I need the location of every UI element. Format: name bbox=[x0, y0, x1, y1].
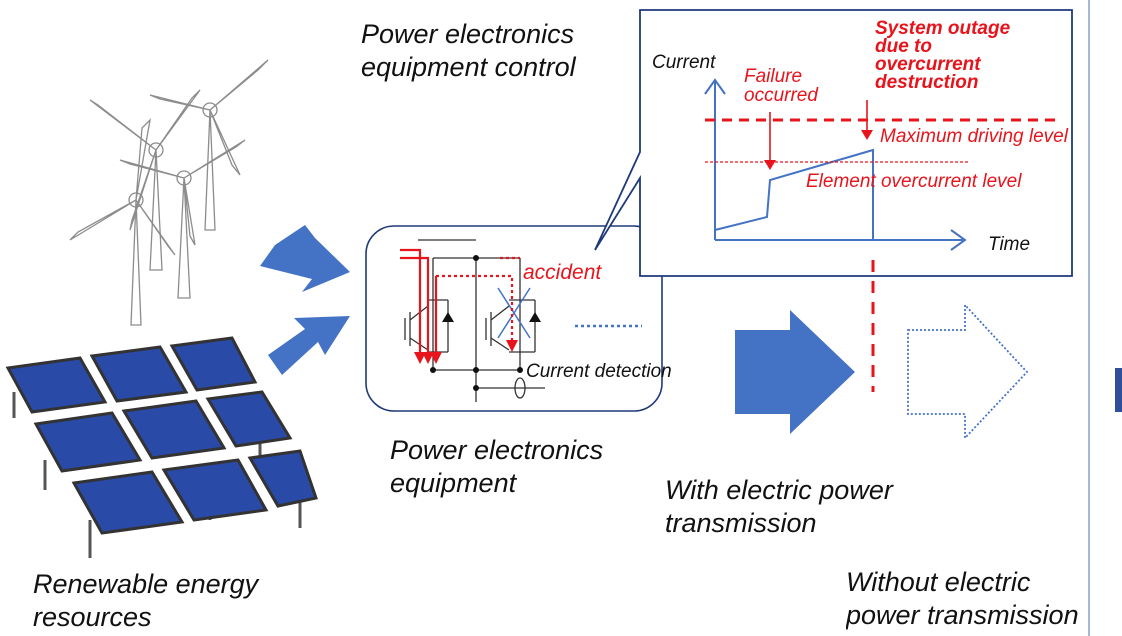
renewable-line-2: resources bbox=[33, 602, 152, 632]
chart-x-axis-label: Time bbox=[988, 234, 1031, 255]
chart-y-axis-label: Current bbox=[652, 52, 716, 73]
without-transmission-label: Without electric power transmission bbox=[846, 566, 1122, 632]
pe-control-label: Power electronics equipment control bbox=[361, 18, 576, 84]
failure-line-2: occurred bbox=[744, 85, 818, 106]
current-arrowheads bbox=[414, 340, 518, 364]
diode-symbols bbox=[430, 255, 541, 391]
failure-arrowhead bbox=[764, 160, 776, 170]
outage-line-3: overcurrent bbox=[875, 54, 981, 75]
outage-arrowhead bbox=[861, 130, 873, 140]
pe-equipment-line-2: equipment bbox=[390, 468, 517, 498]
failed-element-cross bbox=[497, 287, 531, 339]
without-transmission-line-2: power transmission bbox=[846, 600, 1079, 630]
outage-line-2: due to bbox=[875, 36, 932, 57]
circuit-diagram bbox=[404, 239, 545, 402]
pe-control-line-2: equipment control bbox=[361, 52, 576, 82]
renewable-line-1: Renewable energy bbox=[33, 569, 259, 599]
solar-input-arrow bbox=[268, 316, 350, 375]
right-edge-fragment bbox=[1115, 368, 1122, 412]
current-detection-label: Current detection bbox=[526, 361, 672, 382]
without-transmission-arrow bbox=[907, 302, 1029, 441]
accident-label: accident bbox=[523, 261, 602, 284]
with-transmission-label: With electric power transmission bbox=[665, 474, 893, 540]
wind-input-arrow bbox=[260, 225, 350, 292]
solar-panels-icon bbox=[5, 336, 318, 558]
overcurrent-level-label: Element overcurrent level bbox=[806, 171, 1022, 192]
outage-line-1: System outage bbox=[875, 18, 1011, 39]
chart-axes bbox=[704, 78, 967, 251]
failure-line-1: Failure bbox=[744, 66, 803, 87]
wind-turbines-icon bbox=[69, 59, 269, 326]
with-transmission-line-2: transmission bbox=[665, 508, 817, 538]
outage-line-4: destruction bbox=[875, 72, 979, 93]
max-driving-level-label: Maximum driving level bbox=[880, 126, 1068, 147]
failure-label: Failure occurred bbox=[744, 67, 818, 105]
pe-equipment-line-1: Power electronics bbox=[390, 435, 604, 465]
pe-control-line-1: Power electronics bbox=[361, 19, 575, 49]
current-trace bbox=[714, 148, 874, 240]
pe-equipment-label: Power electronics equipment bbox=[390, 434, 603, 500]
current-path-arrows bbox=[400, 248, 520, 352]
with-transmission-arrow bbox=[735, 310, 855, 434]
without-transmission-line-1: Without electric bbox=[846, 567, 1031, 597]
renewable-label: Renewable energy resources bbox=[33, 568, 258, 634]
outage-label: System outage due to overcurrent destruc… bbox=[875, 18, 1011, 93]
with-transmission-line-1: With electric power bbox=[665, 475, 893, 505]
pe-equipment-box bbox=[365, 225, 663, 412]
